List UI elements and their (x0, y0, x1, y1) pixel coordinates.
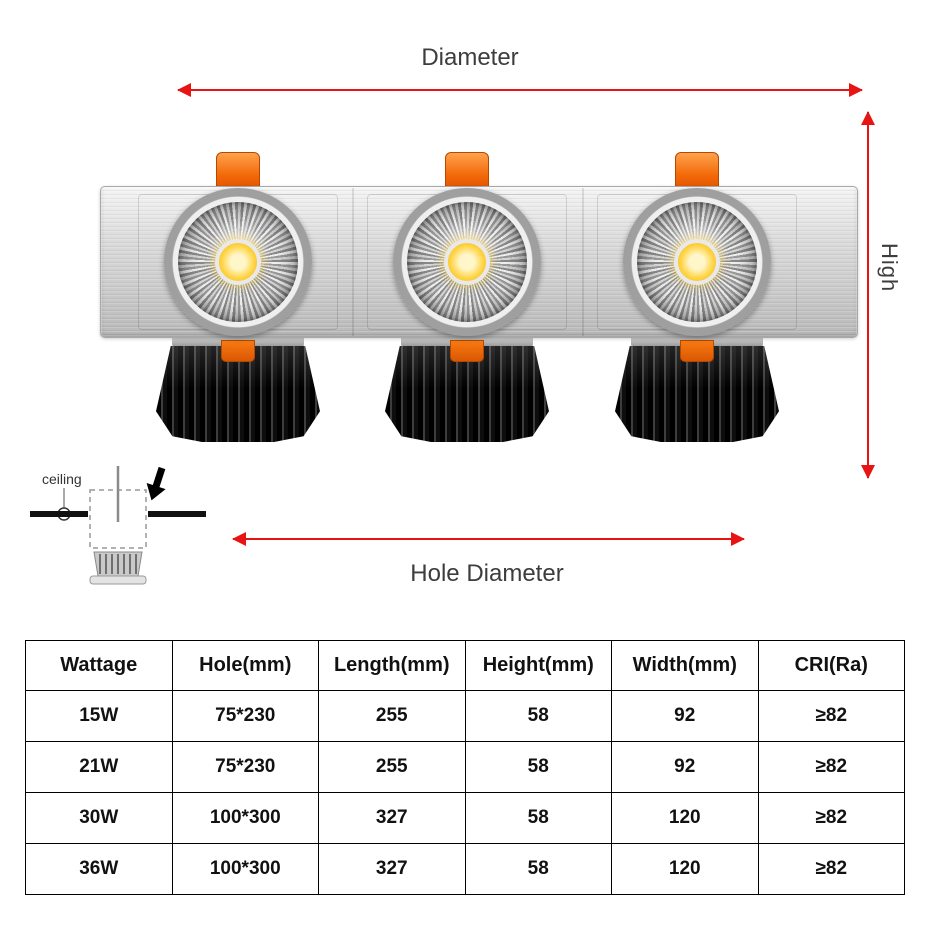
cob-led-chip (215, 239, 261, 285)
ceiling-line-left (30, 511, 88, 517)
spring-clip-tab (450, 340, 484, 362)
diameter-dimension-arrow (177, 83, 863, 97)
table-cell: 58 (464, 843, 612, 895)
table-cell: 21W (25, 741, 173, 793)
table-header-length: Length(mm) (318, 640, 466, 691)
heatsink-fins (385, 346, 549, 442)
table-cell: ≥82 (757, 690, 905, 742)
height-dimension-arrow (861, 111, 875, 479)
table-header-wattage: Wattage (25, 640, 173, 691)
table-cell: ≥82 (757, 741, 905, 793)
diameter-label: Diameter (421, 44, 519, 71)
heatsink-fins (615, 346, 779, 442)
table-cell: 92 (611, 741, 759, 793)
table-row: 15W 75*230 255 58 92 ≥82 (25, 690, 905, 742)
recessed-lamp (89, 551, 147, 585)
led-light-module (623, 188, 771, 336)
table-row: 36W 100*300 327 58 120 ≥82 (25, 843, 905, 895)
table-header-hole: Hole(mm) (171, 640, 319, 691)
table-cell: 255 (318, 741, 466, 793)
table-cell: 327 (318, 792, 466, 844)
table-cell: ≥82 (757, 843, 905, 895)
led-light-module (164, 188, 312, 336)
table-cell: 327 (318, 843, 466, 895)
table-cell: 58 (464, 792, 612, 844)
table-cell: 58 (464, 690, 612, 742)
spring-clip-tab (680, 340, 714, 362)
table-header-cri: CRI(Ra) (757, 640, 905, 691)
table-header-width: Width(mm) (611, 640, 759, 691)
table-cell: 120 (611, 792, 759, 844)
table-cell: 255 (318, 690, 466, 742)
heatsink-fins (156, 346, 320, 442)
table-cell: 75*230 (171, 690, 319, 742)
table-cell: 58 (464, 741, 612, 793)
spring-clip-tab (221, 340, 255, 362)
led-light-module (393, 188, 541, 336)
ceiling-label: ceiling (42, 471, 82, 487)
table-header-row: Wattage Hole(mm) Length(mm) Height(mm) W… (25, 640, 905, 691)
ceiling-installation-diagram: ceiling (30, 466, 206, 585)
cob-led-chip (674, 239, 720, 285)
table-header-height: Height(mm) (464, 640, 612, 691)
table-cell: 100*300 (171, 792, 319, 844)
ceiling-line-right (148, 511, 206, 517)
hole-diameter-dimension-arrow (232, 532, 745, 546)
hole-diameter-label: Hole Diameter (410, 560, 564, 587)
table-cell: 36W (25, 843, 173, 895)
table-cell: 100*300 (171, 843, 319, 895)
panel-seam (582, 188, 584, 336)
install-direction-arrow-icon (146, 466, 166, 501)
triple-downlight-product-image (100, 150, 858, 442)
specification-table: Wattage Hole(mm) Length(mm) Height(mm) W… (25, 640, 905, 895)
table-cell: 30W (25, 792, 173, 844)
table-cell: 92 (611, 690, 759, 742)
panel-seam (352, 188, 354, 336)
table-row: 30W 100*300 327 58 120 ≥82 (25, 792, 905, 844)
table-cell: 75*230 (171, 741, 319, 793)
high-label: High (877, 243, 902, 293)
table-row: 21W 75*230 255 58 92 ≥82 (25, 741, 905, 793)
table-cell: 120 (611, 843, 759, 895)
table-cell: ≥82 (757, 792, 905, 844)
cob-led-chip (444, 239, 490, 285)
table-cell: 15W (25, 690, 173, 742)
